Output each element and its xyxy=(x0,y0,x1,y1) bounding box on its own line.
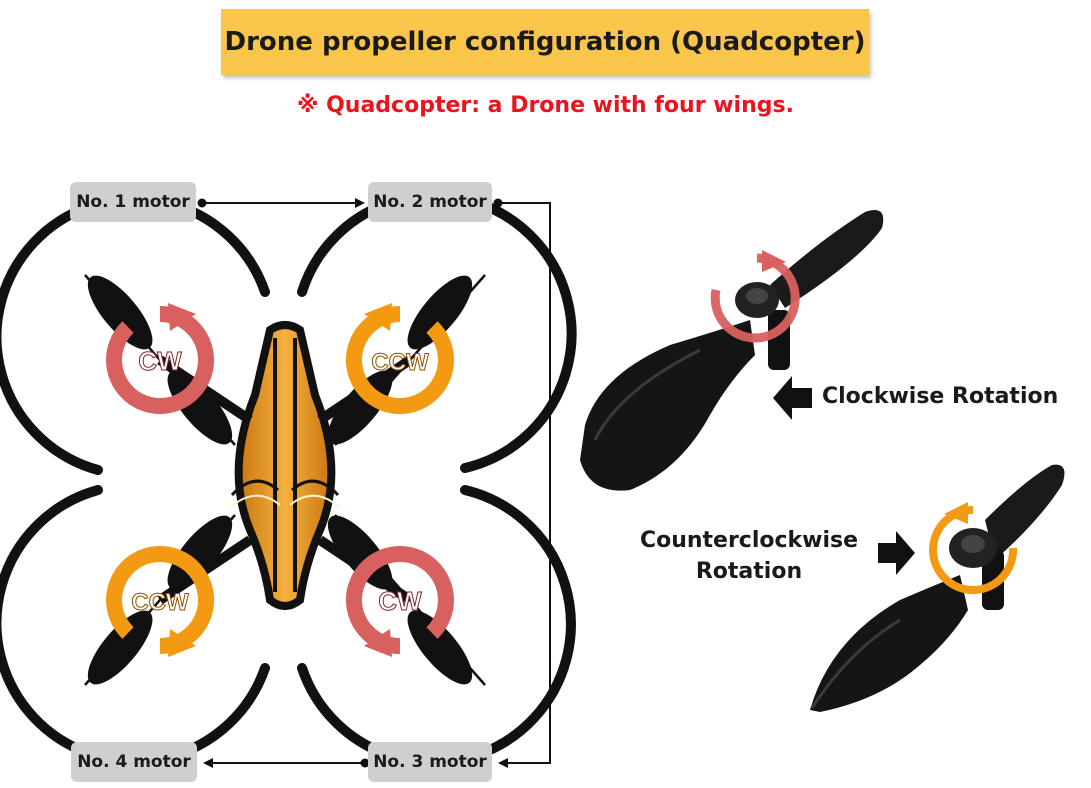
motor-label-2: No. 2 motor xyxy=(368,182,492,222)
rotation-arrow-ccw xyxy=(106,546,215,657)
rotor-4: CCW xyxy=(0,485,270,767)
motor-label-3: No. 3 motor xyxy=(368,742,492,782)
rotor-3: CW xyxy=(297,485,576,768)
rotation-arrow-cw xyxy=(106,303,215,414)
cw-propeller-illustration xyxy=(580,210,884,491)
propeller-blade xyxy=(327,275,473,445)
motor-label-4: No. 4 motor xyxy=(71,742,197,782)
ccw-pointer-arrow xyxy=(878,531,915,575)
rotation-arrow-ccw xyxy=(345,303,454,414)
propeller-blade xyxy=(87,275,233,445)
ccw-propeller-illustration xyxy=(810,464,1065,712)
rotor-3-label: CW xyxy=(378,586,422,616)
motor-label-1: No. 1 motor xyxy=(70,182,196,222)
cw-pointer-arrow xyxy=(773,376,812,420)
clockwise-rotation-label: Clockwise Rotation xyxy=(822,384,1059,409)
rotor-4-label: CCW xyxy=(131,589,189,616)
propeller-blade xyxy=(87,515,233,685)
rotor-1: CW xyxy=(0,193,270,475)
rotor-2-label: CCW xyxy=(371,349,429,376)
counterclockwise-rotation-label: Counterclockwise Rotation xyxy=(632,525,866,587)
propeller-blade xyxy=(327,515,473,685)
ccw-label-line-2: Rotation xyxy=(695,559,803,584)
diagram-subtitle: ※ Quadcopter: a Drone with four wings. xyxy=(297,93,794,118)
diagram-title: Drone propeller configuration (Quadcopte… xyxy=(221,9,869,75)
rotor-1-label: CW xyxy=(138,346,182,376)
rotor-2: CCW xyxy=(297,190,577,473)
ccw-label-line-1: Counterclockwise xyxy=(639,528,859,553)
rotation-arrow-cw xyxy=(345,546,454,657)
